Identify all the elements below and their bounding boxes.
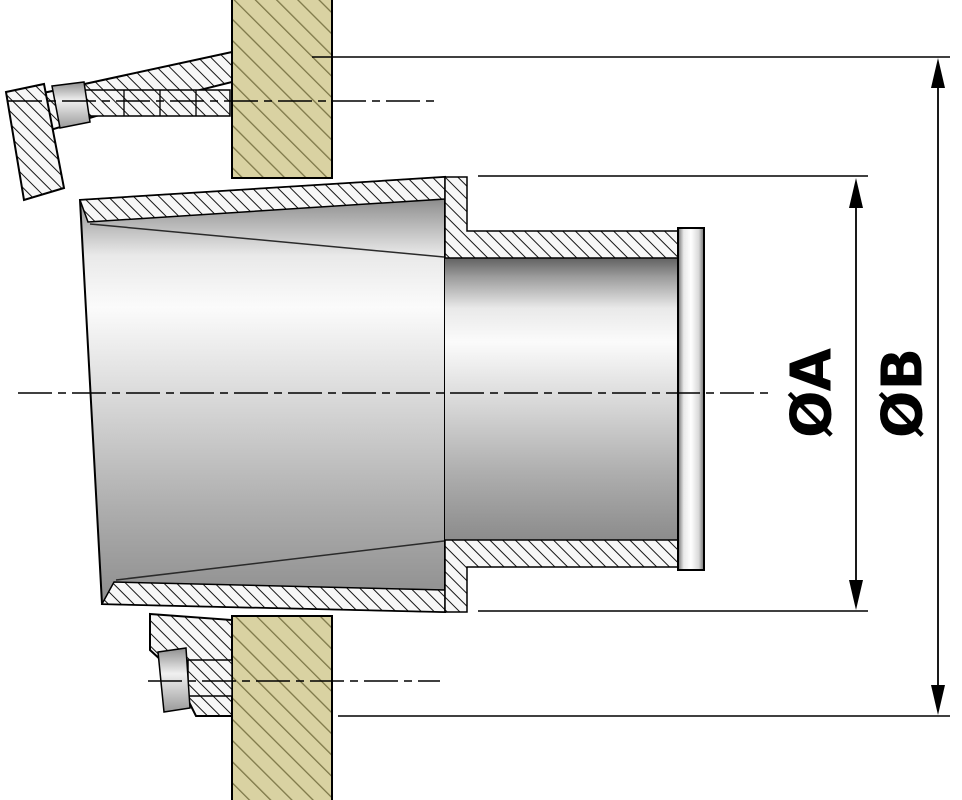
fastening-screws	[51, 81, 233, 713]
hose-spigot	[444, 176, 705, 613]
cone-body	[78, 175, 446, 614]
centerlines	[8, 100, 772, 682]
spigot-end-rim	[677, 227, 705, 571]
dim-b-arrow-up	[931, 58, 945, 88]
dim-a-arrow-up	[849, 178, 863, 208]
top-screw-head	[51, 81, 91, 129]
bottom-screw-shank	[187, 659, 233, 697]
hull-wall-top	[231, 0, 333, 179]
spigot-surface	[445, 257, 700, 541]
hull-wall-bottom	[231, 615, 333, 800]
dim-a-label: ØA	[780, 347, 845, 438]
dimension-a: ØA	[780, 178, 863, 610]
cone-inner-bottom-edge	[115, 540, 445, 581]
flange-left-rim-section	[4, 82, 66, 202]
top-screw-shank	[83, 89, 231, 117]
dimension-b: ØB	[871, 58, 945, 715]
extension-lines	[312, 56, 950, 717]
cone-inner-top-edge	[89, 223, 445, 258]
dim-a-arrow-down	[849, 580, 863, 610]
dim-b-arrow-down	[931, 685, 945, 715]
dim-b-label: ØB	[871, 348, 936, 438]
bottom-screw-head	[157, 647, 191, 713]
